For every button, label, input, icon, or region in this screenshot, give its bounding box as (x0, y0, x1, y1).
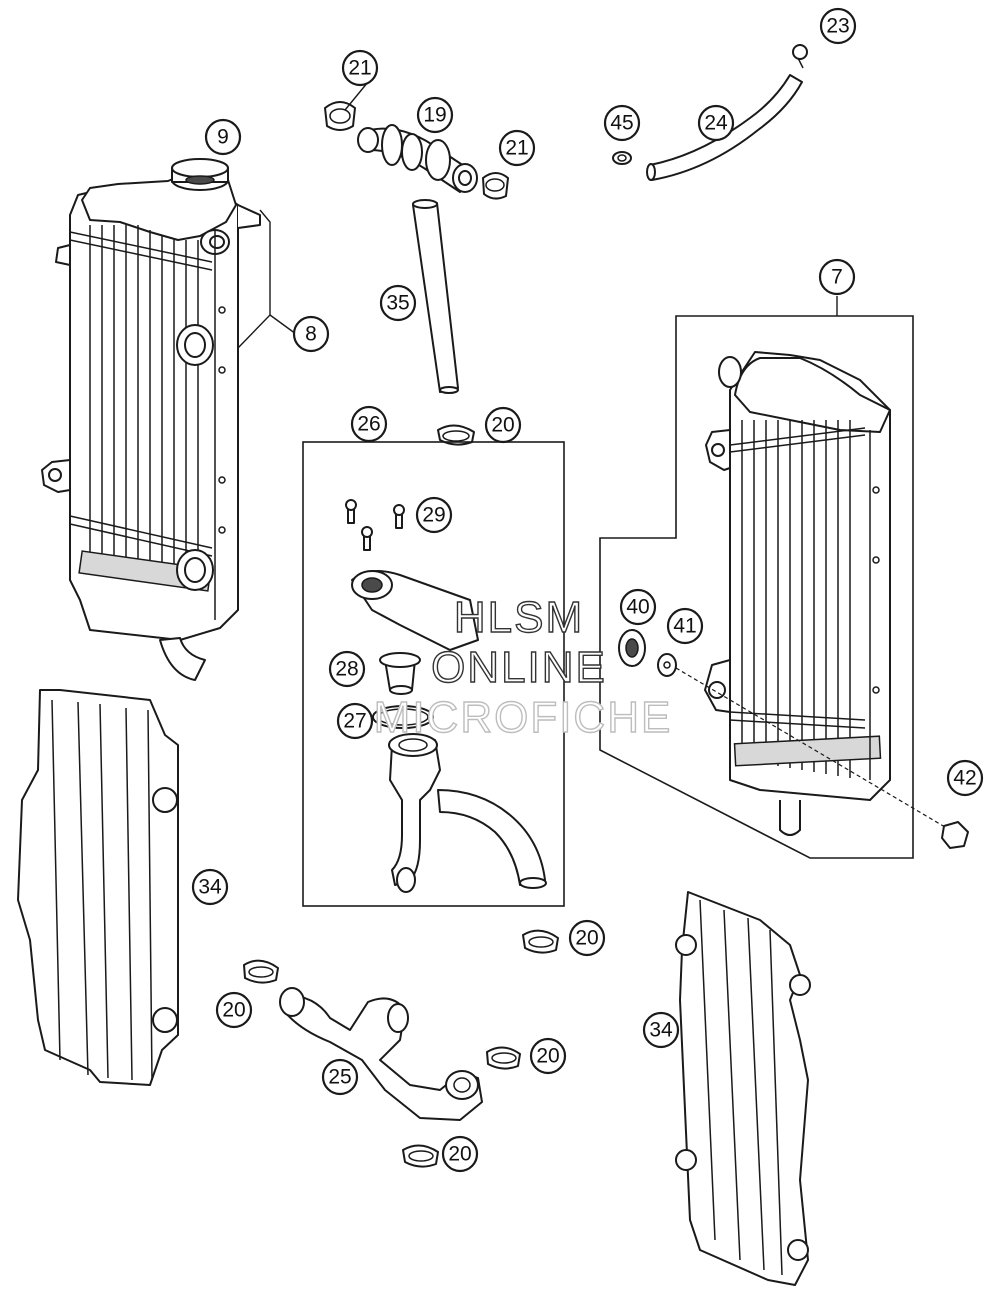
left-radiator-shroud (17, 689, 179, 1086)
svg-text:20: 20 (222, 999, 245, 1022)
svg-text:34: 34 (649, 1019, 673, 1042)
callout-45: 45 (603, 104, 641, 142)
svg-text:19: 19 (423, 104, 446, 127)
watermark-line3: MICROFICHE (374, 693, 673, 742)
svg-text:29: 29 (422, 504, 445, 527)
callout-7: 7 (818, 258, 856, 296)
svg-text:35: 35 (386, 292, 409, 315)
svg-text:27: 27 (343, 710, 366, 733)
callout-35: 35 (379, 284, 417, 322)
callout-9: 9 (204, 118, 242, 156)
svg-text:42: 42 (953, 767, 976, 790)
callout-20: 20 (484, 406, 522, 444)
left-radiator (41, 158, 261, 681)
callout-25: 25 (321, 1058, 359, 1096)
callout-20: 20 (441, 1135, 479, 1173)
svg-text:45: 45 (610, 112, 633, 135)
callout-27: 27 (336, 702, 374, 740)
thermostat-assembly-box (302, 440, 565, 907)
callout-23: 23 (819, 7, 857, 45)
callout-34: 34 (191, 868, 229, 906)
svg-text:9: 9 (217, 126, 229, 149)
callout-19: 19 (416, 96, 454, 134)
watermark: HLSM ONLINE MICROFICHE (373, 592, 673, 742)
svg-text:21: 21 (348, 57, 371, 80)
svg-text:23: 23 (826, 15, 849, 38)
callout-24: 24 (697, 104, 735, 142)
svg-text:7: 7 (831, 266, 843, 289)
watermark-line2: ONLINE (431, 643, 607, 692)
callout-8: 8 (292, 315, 330, 353)
svg-text:20: 20 (448, 1143, 471, 1166)
leader-21a (344, 81, 369, 111)
right-radiator-shroud (675, 891, 811, 1286)
callout-26: 26 (350, 405, 388, 443)
svg-text:21: 21 (505, 137, 528, 160)
svg-text:20: 20 (575, 927, 598, 950)
leader-8b (269, 314, 297, 335)
callout-21: 21 (341, 49, 379, 87)
callout-41: 41 (666, 607, 704, 645)
callout-20: 20 (568, 919, 606, 957)
callout-34: 34 (642, 1011, 680, 1049)
svg-text:24: 24 (704, 112, 728, 135)
svg-text:25: 25 (328, 1066, 351, 1089)
svg-text:8: 8 (305, 323, 317, 346)
callout-29: 29 (415, 496, 453, 534)
svg-text:41: 41 (673, 615, 696, 638)
upper-hose-assembly (324, 101, 509, 446)
svg-text:40: 40 (626, 596, 649, 619)
callout-20: 20 (215, 991, 253, 1029)
callout-40: 40 (619, 588, 657, 626)
svg-text:20: 20 (491, 414, 514, 437)
svg-text:20: 20 (536, 1045, 559, 1068)
watermark-line1: HLSM (454, 593, 584, 642)
leader-8 (237, 209, 271, 349)
lower-hose-assembly (243, 929, 559, 1168)
mounting-hardware (618, 629, 969, 849)
callout-20: 20 (529, 1037, 567, 1075)
svg-text:28: 28 (335, 658, 358, 681)
callout-28: 28 (328, 650, 366, 688)
svg-text:34: 34 (198, 876, 222, 899)
svg-text:26: 26 (357, 413, 380, 436)
callout-21: 21 (498, 129, 536, 167)
callout-42: 42 (946, 759, 984, 797)
right-radiator-box (599, 315, 914, 859)
